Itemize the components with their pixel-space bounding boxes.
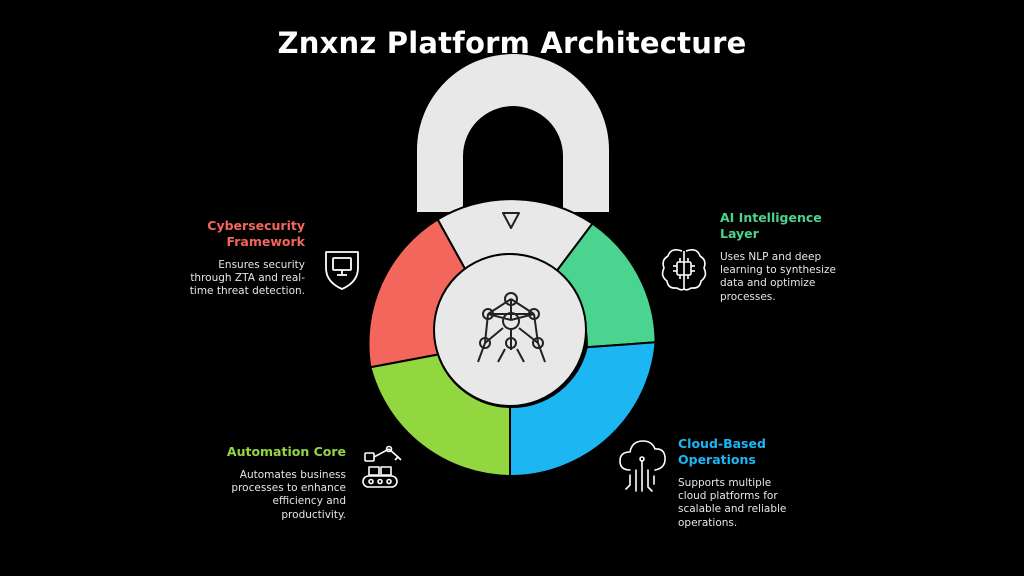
automation-heading-line1: Automation Core	[226, 444, 346, 459]
automation-desc-line3: efficiency and	[272, 495, 347, 508]
cybersecurity-heading-line2: Framework	[226, 234, 305, 249]
automation-core-block: Automation Core Automates business proce…	[150, 444, 346, 522]
ai-intelligence-description: Uses NLP and deep learning to synthesize…	[720, 251, 890, 304]
cloud-desc-line3: scalable and reliable	[678, 503, 787, 516]
ai-intelligence-block: AI Intelligence Layer Uses NLP and deep …	[720, 210, 890, 304]
cybersecurity-desc-line1: Ensures security	[218, 259, 305, 271]
atomium-network-icon	[477, 292, 546, 363]
ai-desc-line2: learning to synthesize	[720, 264, 836, 277]
ai-intelligence-heading: AI Intelligence Layer	[720, 210, 890, 242]
shield-monitor-icon	[325, 251, 359, 290]
ai-heading-line1: AI Intelligence	[720, 210, 822, 225]
cybersecurity-description: Ensures security through ZTA and real- t…	[150, 259, 305, 299]
segment-cloud-operations	[509, 341, 657, 478]
cybersecurity-heading-line1: Cybersecurity	[207, 218, 305, 233]
automation-desc-line4: productivity.	[281, 508, 346, 521]
brain-chip-icon	[661, 249, 707, 291]
cybersecurity-heading: Cybersecurity Framework	[150, 218, 305, 250]
cloud-desc-line4: operations.	[678, 516, 738, 529]
cloud-operations-block: Cloud-Based Operations Supports multiple…	[678, 436, 848, 530]
robot-arm-conveyor-icon	[362, 445, 402, 488]
triangle-down-icon	[502, 212, 520, 229]
cloud-heading-line1: Cloud-Based	[678, 436, 766, 451]
automation-desc-line1: Automates business	[239, 469, 346, 481]
cybersecurity-desc-line2: through ZTA and real-	[190, 272, 305, 285]
cloud-heading-line2: Operations	[678, 452, 756, 467]
ai-desc-line4: processes.	[720, 290, 776, 303]
cloud-circuit-icon	[619, 440, 666, 492]
cloud-desc-line2: cloud platforms for	[678, 490, 778, 503]
cybersecurity-desc-line3: time threat detection.	[189, 285, 305, 298]
cloud-desc-line1: Supports multiple	[678, 477, 772, 489]
cloud-operations-description: Supports multiple cloud platforms for sc…	[678, 477, 848, 530]
ai-heading-line2: Layer	[720, 226, 759, 241]
cloud-operations-heading: Cloud-Based Operations	[678, 436, 848, 468]
padlock-shackle	[417, 54, 609, 212]
cybersecurity-block: Cybersecurity Framework Ensures security…	[150, 218, 305, 299]
automation-core-heading: Automation Core	[150, 444, 346, 460]
automation-core-description: Automates business processes to enhance …	[150, 469, 346, 522]
ai-desc-line1: Uses NLP and deep	[720, 251, 822, 263]
ai-desc-line3: data and optimize	[720, 277, 816, 290]
automation-desc-line2: processes to enhance	[231, 482, 346, 495]
